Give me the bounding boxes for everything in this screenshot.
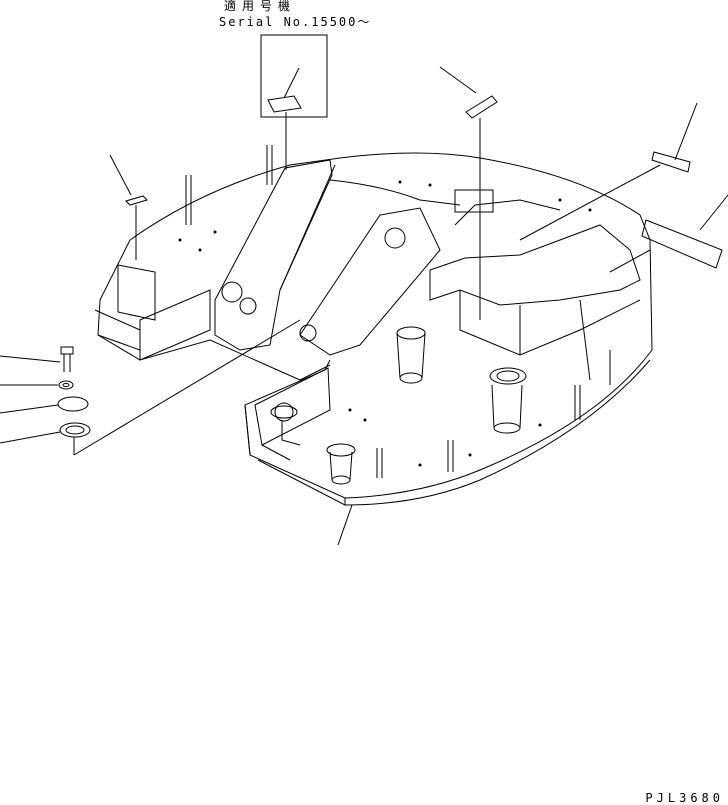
serial-number-range: Serial No.15500～ bbox=[219, 15, 372, 29]
gasket bbox=[0, 319, 301, 456]
decal-top-center bbox=[439, 66, 498, 320]
left-side-box bbox=[94, 264, 211, 361]
decal-right-small bbox=[519, 102, 698, 241]
frame-leader bbox=[337, 504, 353, 546]
bolt bbox=[0, 346, 74, 372]
cylinder-left bbox=[396, 326, 426, 384]
bolt-holes bbox=[178, 180, 592, 467]
serial-callout-box bbox=[260, 34, 328, 170]
decal-right-large bbox=[609, 194, 728, 273]
decal-left bbox=[109, 154, 148, 260]
studs bbox=[185, 145, 611, 478]
applicable-serial-heading: 適用号機 bbox=[224, 0, 297, 13]
frame-outline bbox=[97, 152, 653, 506]
cylinder-right bbox=[489, 367, 527, 434]
cylinder-front bbox=[326, 443, 356, 485]
front-plate bbox=[254, 367, 331, 461]
boom-brackets bbox=[214, 159, 461, 356]
cover-plate bbox=[0, 396, 89, 414]
washer bbox=[0, 380, 74, 390]
right-rail bbox=[429, 189, 641, 381]
